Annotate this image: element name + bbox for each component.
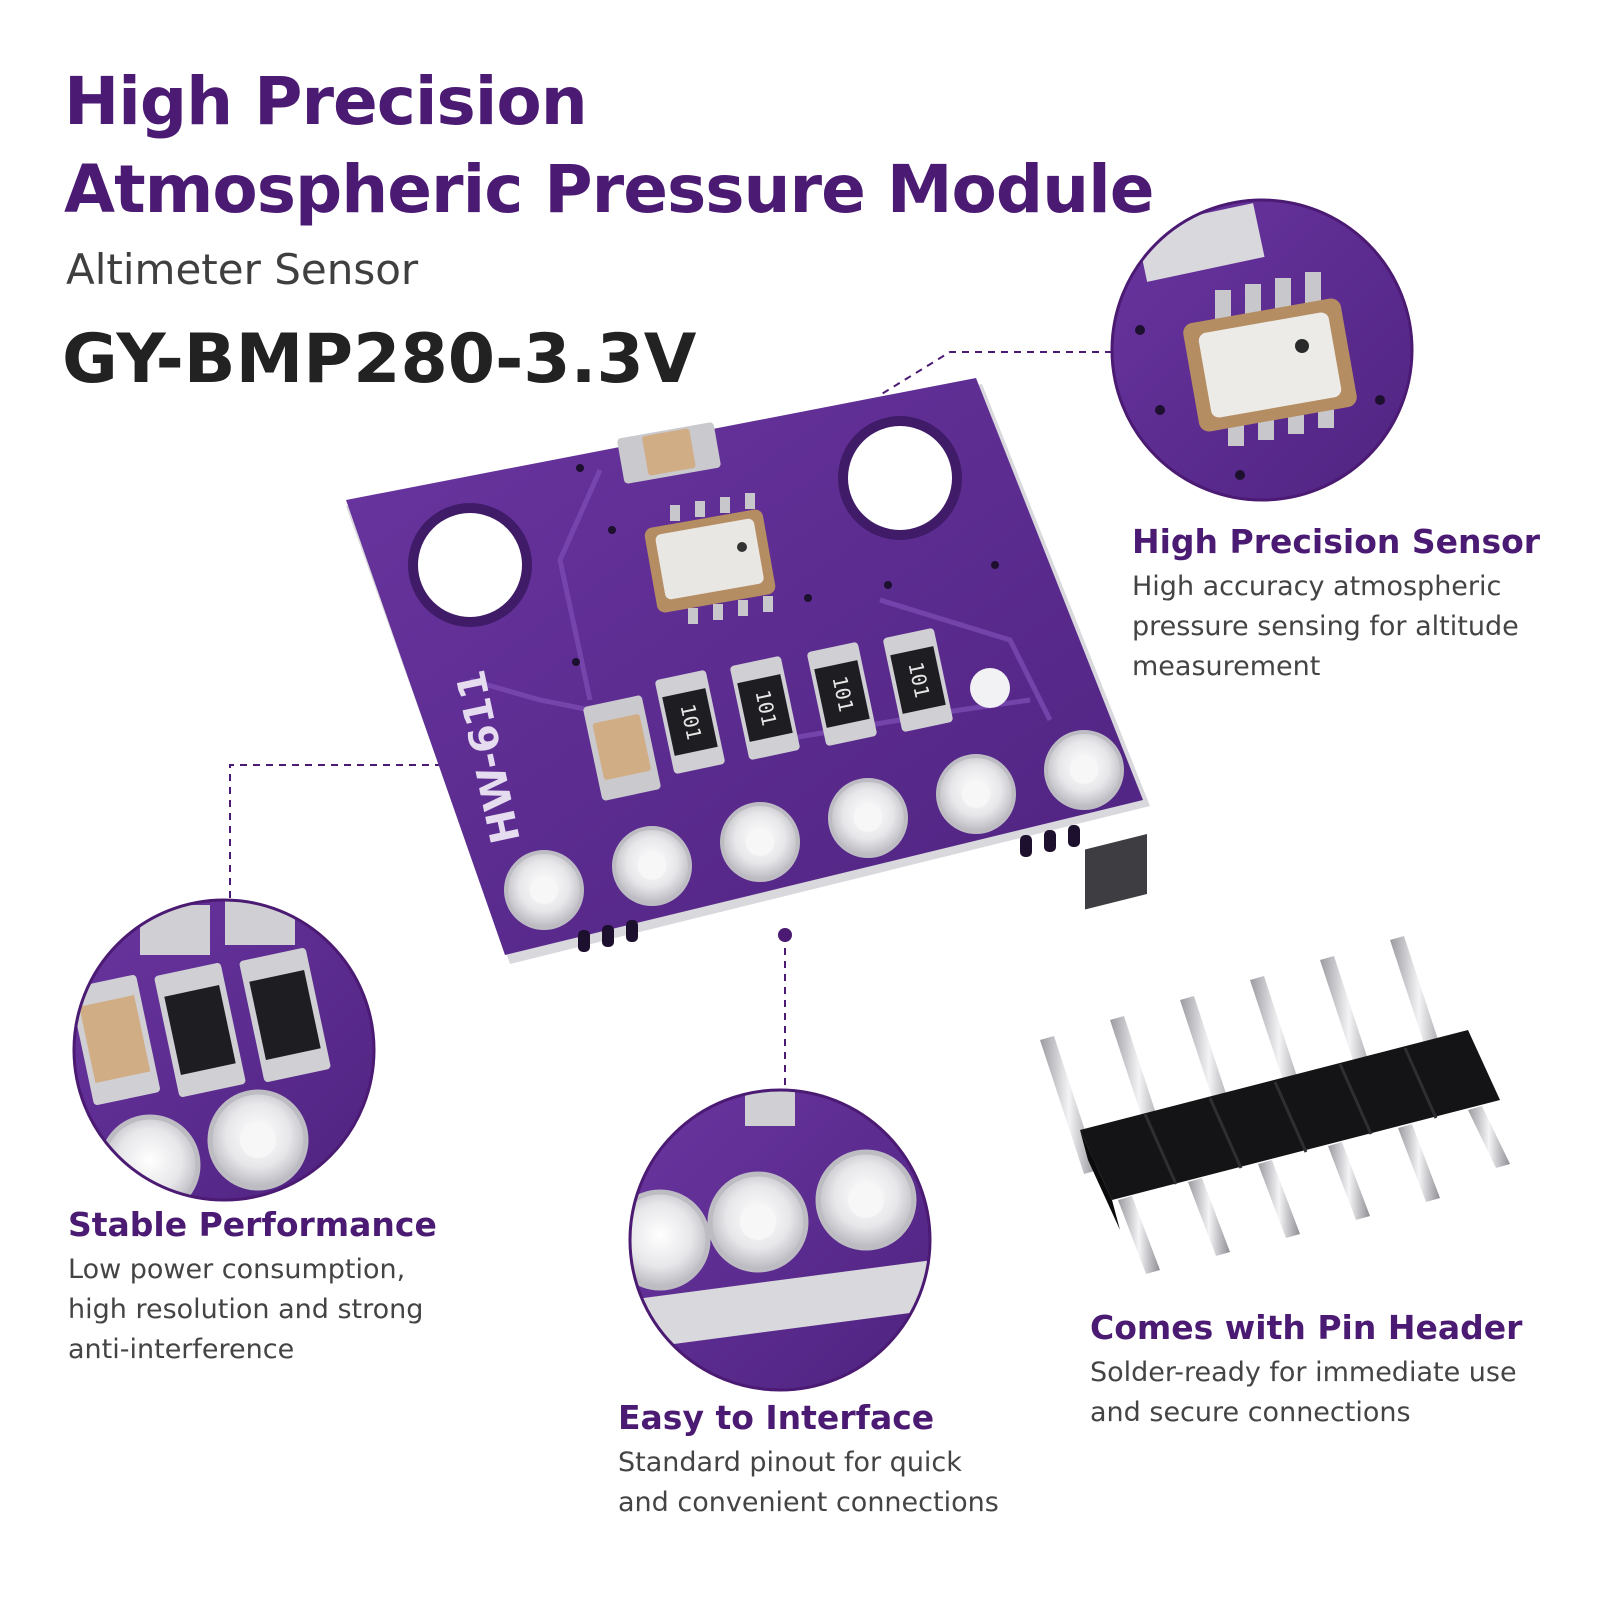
feature-stable-title: Stable Performance: [68, 1205, 437, 1244]
model-number: GY-BMP280-3.3V: [62, 320, 697, 399]
feature-interface: Easy to Interface Standard pinout for qu…: [618, 1398, 999, 1523]
callout-lines: [229, 351, 1112, 1090]
pcb-board: 101 101 101 101 HW-611: [346, 378, 1150, 964]
callout-line-stable: [229, 764, 455, 900]
callout-line-sensor: [879, 351, 1112, 396]
feature-sensor-title: High Precision Sensor: [1132, 522, 1541, 561]
zoom-circle-stable: [72, 898, 376, 1202]
bmp280-sensor-chip: [644, 493, 776, 624]
pin-pads: [504, 730, 1124, 930]
zoom-circle-sensor: [1110, 198, 1414, 502]
subtitle: Altimeter Sensor: [66, 245, 419, 294]
pin-header: [1040, 834, 1510, 1274]
feature-pin-header-title: Comes with Pin Header: [1090, 1308, 1523, 1347]
resistors: 101 101 101 101: [655, 628, 953, 774]
feature-stable-desc: Low power consumption, high resolution a…: [68, 1254, 424, 1365]
title-line-1: High Precision: [64, 63, 588, 140]
feature-sensor: High Precision Sensor High accuracy atmo…: [1132, 522, 1540, 687]
feature-interface-title: Easy to Interface: [618, 1398, 935, 1437]
header-plastic: [1080, 834, 1500, 1230]
feature-pin-header: Comes with Pin Header Solder-ready for i…: [1090, 1308, 1522, 1433]
callout-dot-interface: [778, 928, 792, 942]
feature-pin-header-desc: Solder-ready for immediate use and secur…: [1090, 1357, 1517, 1428]
feature-stable: Stable Performance Low power consumption…: [68, 1205, 437, 1370]
zoom-circle-interface: [628, 1088, 932, 1392]
page-title: High Precision Atmospheric Pressure Modu…: [64, 58, 1154, 234]
feature-sensor-desc: High accuracy atmospheric pressure sensi…: [1132, 571, 1519, 682]
feature-interface-desc: Standard pinout for quick and convenient…: [618, 1447, 999, 1518]
title-line-2: Atmospheric Pressure Module: [64, 151, 1154, 228]
